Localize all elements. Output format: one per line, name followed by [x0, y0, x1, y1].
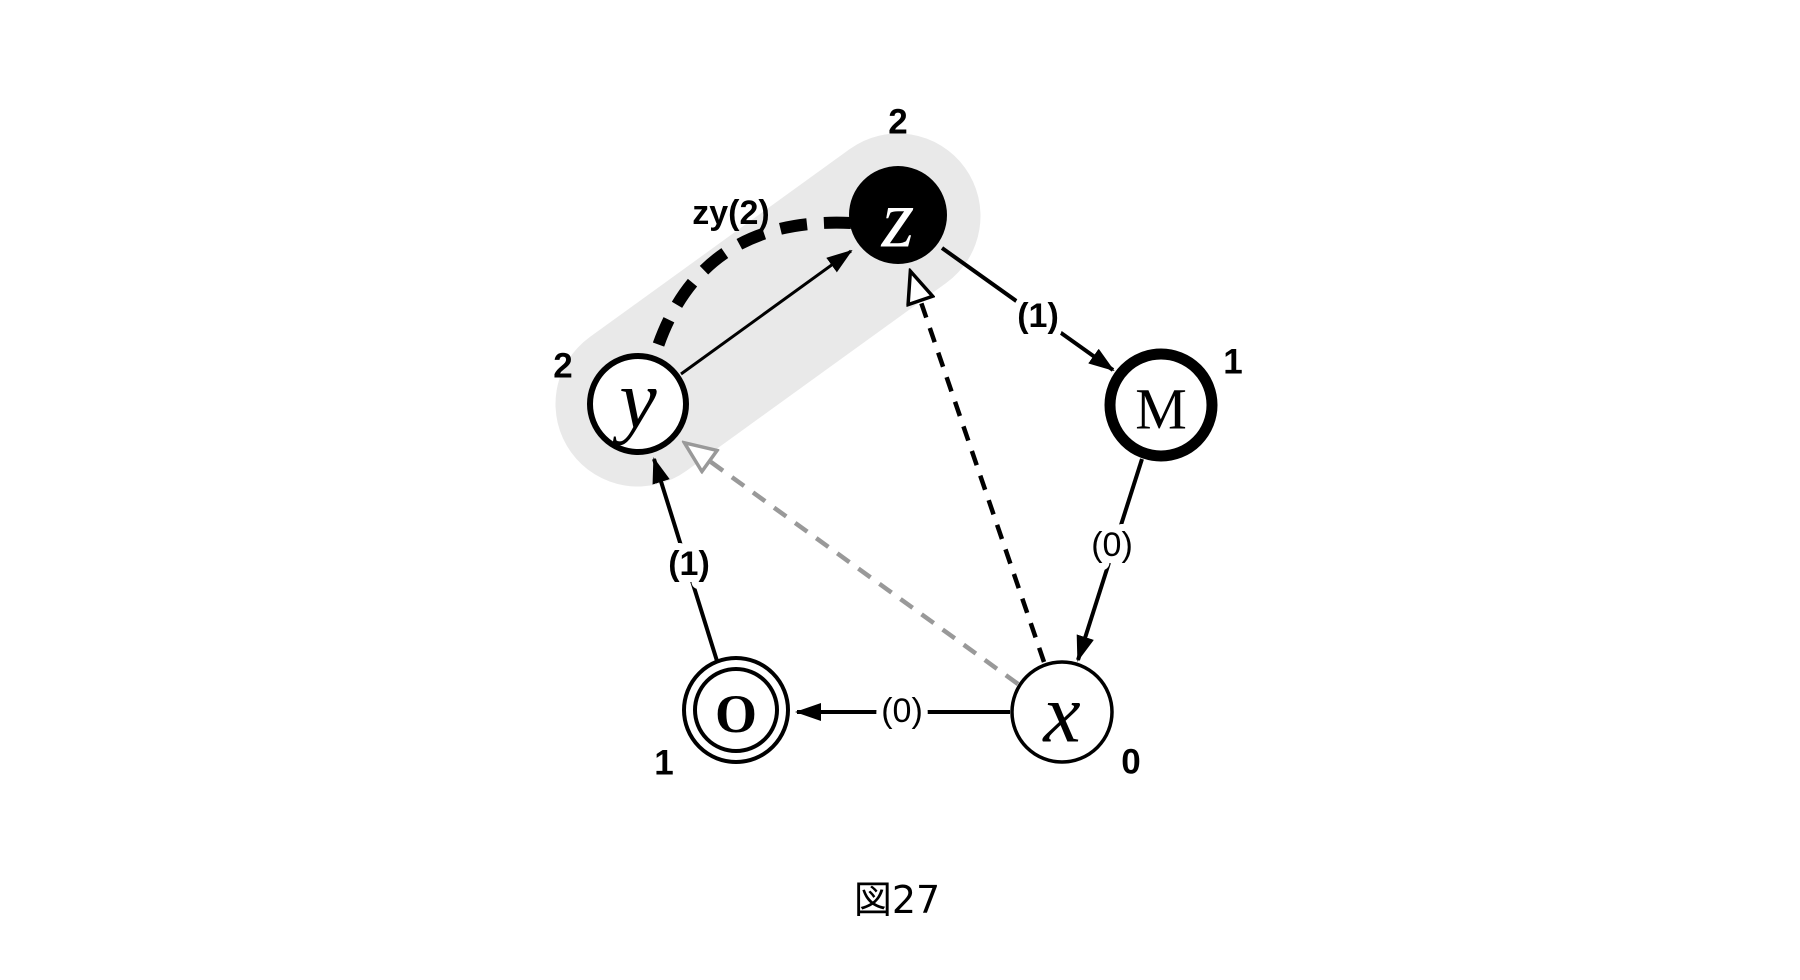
node-M-value: 1 [1223, 343, 1242, 382]
node-O-label: O [715, 684, 757, 744]
node-y-label: y [611, 354, 657, 447]
node-z: z [849, 166, 947, 266]
node-O: O [682, 656, 790, 764]
edge-label-zy2: zy(2) [692, 194, 769, 232]
node-z-label: z [881, 173, 915, 266]
node-y: y [587, 353, 689, 455]
edge-label-z-M: (1) [1017, 297, 1059, 335]
node-x-label: x [1041, 668, 1080, 761]
node-x-value: 0 [1121, 743, 1140, 782]
edge-M-to-x [1076, 458, 1144, 662]
edge-label-O-y: (1) [668, 545, 710, 583]
node-x-circle [1010, 660, 1114, 764]
edge-x-to-y-dashed [686, 444, 1020, 686]
node-y-value: 2 [553, 347, 572, 386]
edge-label-x-O: (0) [881, 692, 923, 730]
node-M-circle [1104, 348, 1218, 462]
edge-x-to-z-dashed [911, 273, 1047, 663]
node-x: x [1010, 660, 1114, 764]
figure-caption: 図27 [854, 878, 940, 922]
node-z-circle [849, 166, 947, 264]
edge-y-to-z [680, 249, 853, 376]
node-M-label: M [1135, 377, 1187, 442]
node-M: M [1104, 348, 1218, 462]
node-O-inner-circle [693, 667, 779, 753]
edge-z-to-M [940, 246, 1115, 372]
edge-label-M-x: (0) [1091, 526, 1133, 564]
edge-O-to-y [652, 457, 719, 662]
node-y-circle [587, 353, 689, 455]
node-z-value: 2 [888, 103, 907, 142]
node-O-value: 1 [654, 744, 673, 783]
